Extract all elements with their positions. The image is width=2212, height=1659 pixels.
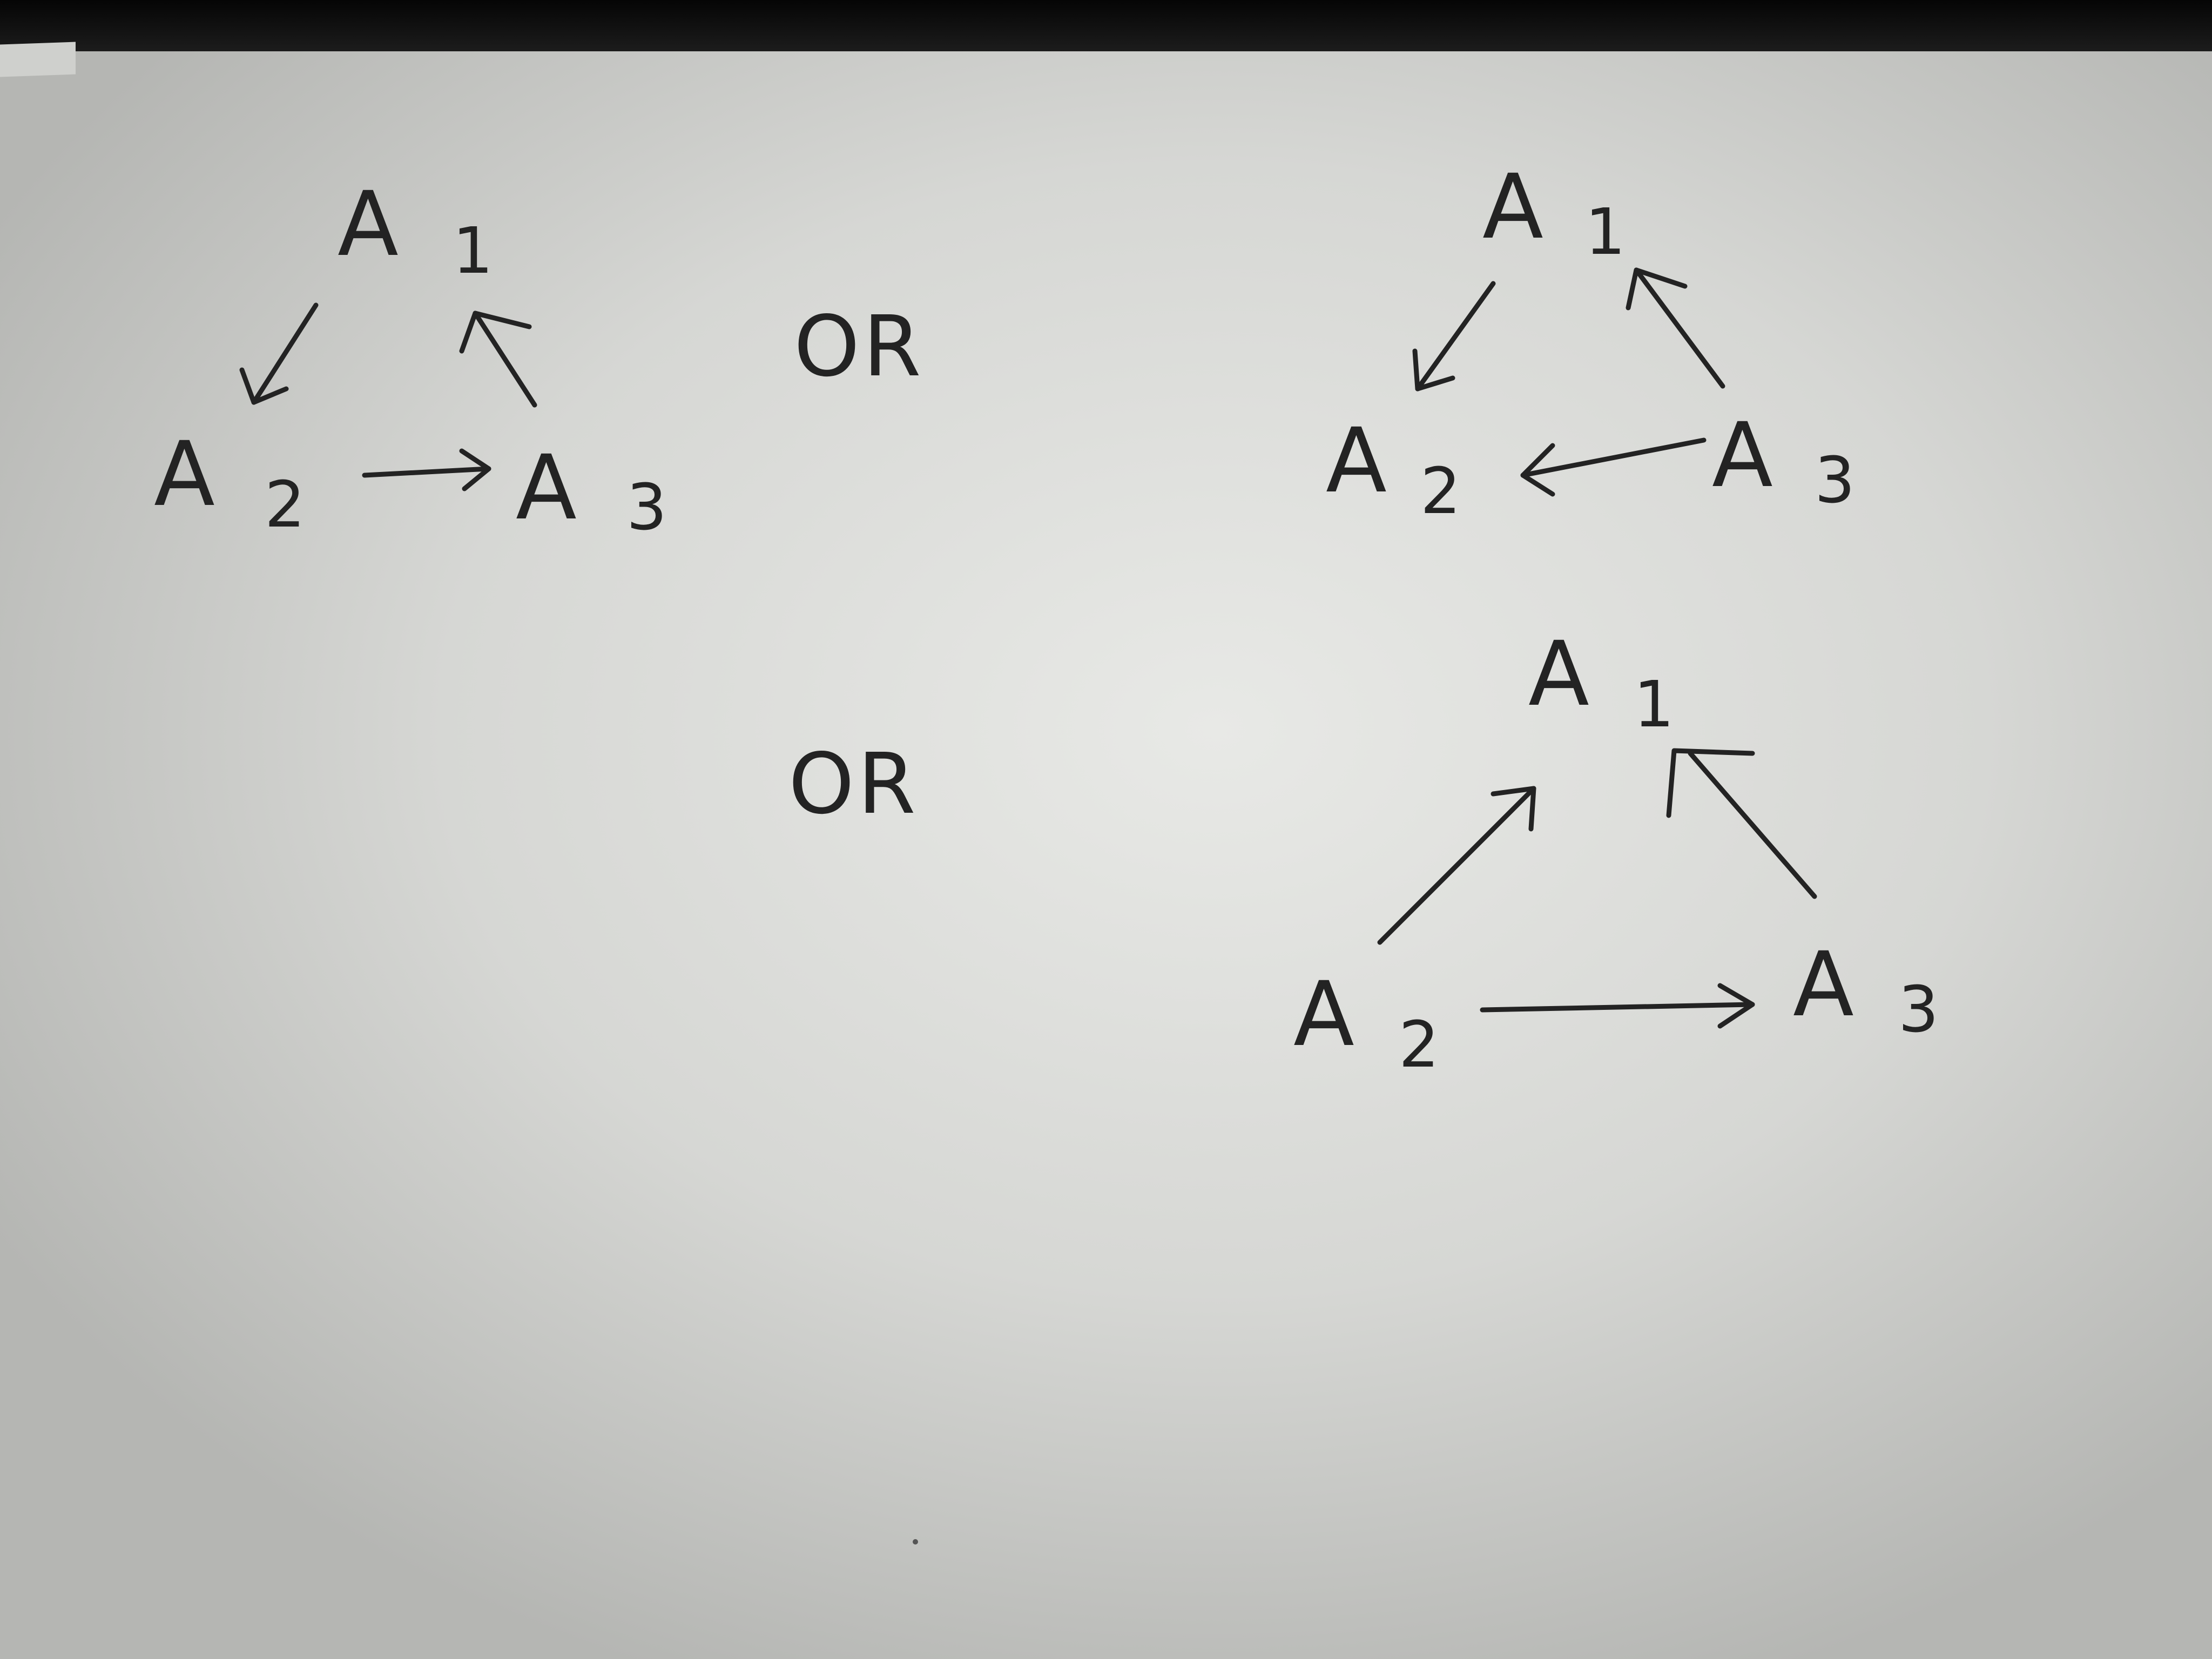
graph-2: A 1 A 2 A 3 xyxy=(1326,155,1855,528)
graph-1-edge-A1-to-A2 xyxy=(239,302,319,405)
graph-2-node-A1-letter: A xyxy=(1482,155,1543,259)
graph-3-node-A2-letter: A xyxy=(1293,962,1354,1066)
graph-3-edge-A2-to-A3 xyxy=(1480,983,1755,1029)
ink-speck xyxy=(913,1539,918,1545)
graph-2-node-A3-subscript: 3 xyxy=(1815,443,1855,517)
graph-3-node-A3-letter: A xyxy=(1793,933,1854,1036)
graph-3-node-A2-subscript: 2 xyxy=(1399,1007,1439,1082)
dark-top-edge xyxy=(0,0,2212,51)
graph-2-edge-A3-to-A1 xyxy=(1626,267,1725,389)
separator-or-2: OR xyxy=(788,735,919,833)
graph-1: A 1 A 2 A 3 xyxy=(154,172,667,544)
graph-1-node-A2-letter: A xyxy=(154,422,215,526)
graph-3-node-A1-letter: A xyxy=(1528,622,1589,726)
graph-1-edge-A2-to-A3 xyxy=(362,448,491,491)
graph-2-edge-A3-to-A2 xyxy=(1520,437,1707,497)
graph-1-node-A1-subscript: 1 xyxy=(453,213,493,288)
graph-2-edge-A1-to-A2 xyxy=(1412,281,1496,392)
graph-2-node-A3-letter: A xyxy=(1712,403,1773,507)
separator-or-1: OR xyxy=(794,298,925,395)
graph-3-node-A1-subscript: 1 xyxy=(1634,667,1674,741)
graph-1-node-A3-letter: A xyxy=(516,436,577,539)
graph-1-edge-A3-to-A1 xyxy=(459,311,537,408)
graph-3-node-A3-subscript: 3 xyxy=(1898,972,1939,1047)
graph-2-node-A2-subscript: 2 xyxy=(1420,454,1461,528)
graph-1-node-A2-subscript: 2 xyxy=(265,467,305,542)
graph-3-edge-A2-to-A1 xyxy=(1377,786,1536,945)
graph-3: A 1 A 2 A 3 xyxy=(1293,622,1939,1082)
graph-1-node-A3-subscript: 3 xyxy=(626,470,667,544)
graph-3-edge-A3-to-A1 xyxy=(1666,748,1817,899)
graph-1-node-A1-letter: A xyxy=(338,172,399,276)
graph-2-node-A2-letter: A xyxy=(1326,409,1387,512)
graph-2-node-A1-subscript: 1 xyxy=(1585,194,1626,269)
